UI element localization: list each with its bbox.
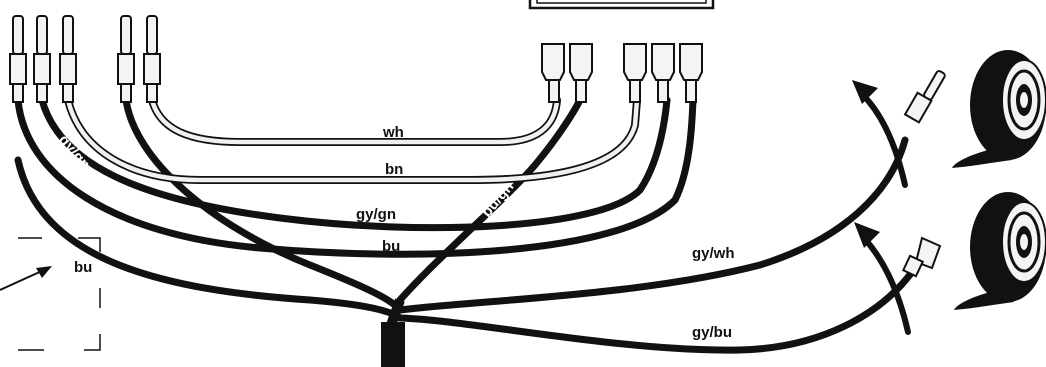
- loose-male-connector: [903, 70, 946, 124]
- dark-wires: [14, 96, 916, 354]
- curved-arrow-icon-2: [861, 235, 911, 335]
- male-connector-2: [33, 15, 51, 103]
- loose-female-connector: [901, 236, 942, 278]
- wire-label-gy-wh: gy/wh: [692, 245, 735, 262]
- wire-wh-outline: [148, 96, 561, 146]
- male-connector-4: [117, 15, 135, 103]
- tape-roll-icon: [952, 50, 1046, 168]
- female-connector-2: [569, 43, 593, 103]
- curved-arrow-head-1: [852, 80, 878, 104]
- harness-trunk: [381, 298, 405, 367]
- male-connectors: [9, 15, 161, 103]
- wire-gy-gn-path: [38, 96, 671, 232]
- wire-label-bu: bu: [382, 238, 400, 255]
- wire-label-gy-bu: gy/bu: [692, 324, 732, 341]
- wire-label-wh: wh: [382, 124, 404, 141]
- male-connector-3: [59, 15, 77, 103]
- tape-roll-icon-2: [954, 192, 1046, 310]
- top-box-frame: [528, 0, 715, 10]
- wire-gy-wh-path: [396, 136, 909, 314]
- wire-label-bu-gn: bu/gn: [478, 178, 517, 220]
- wire-bn-fill: [65, 97, 640, 183]
- female-connector-4: [651, 43, 675, 103]
- curved-arrow-head-2: [854, 222, 880, 248]
- female-connector-1: [541, 43, 565, 103]
- detail-frame-label: bu: [74, 259, 92, 276]
- pointer-arrow-icon: [0, 266, 52, 291]
- wire-gy-bu-path: [396, 268, 916, 354]
- female-connector-3: [623, 43, 647, 103]
- light-wires: [64, 96, 641, 184]
- detail-frame: [18, 237, 101, 351]
- male-connector-5: [143, 15, 161, 103]
- wire-gy-ye-path: [122, 96, 404, 314]
- curved-arrow-icon: [859, 91, 908, 188]
- female-connectors: [541, 43, 703, 103]
- wire-bu-detail-path: [14, 156, 404, 322]
- wire-label-gy-gn: gy/gn: [356, 206, 396, 223]
- wire-label-bn: bn: [385, 161, 403, 178]
- wire-bu-path: [14, 96, 697, 258]
- wire-wh-fill: [149, 97, 560, 145]
- male-connector-1: [9, 15, 27, 103]
- female-connector-5: [679, 43, 703, 103]
